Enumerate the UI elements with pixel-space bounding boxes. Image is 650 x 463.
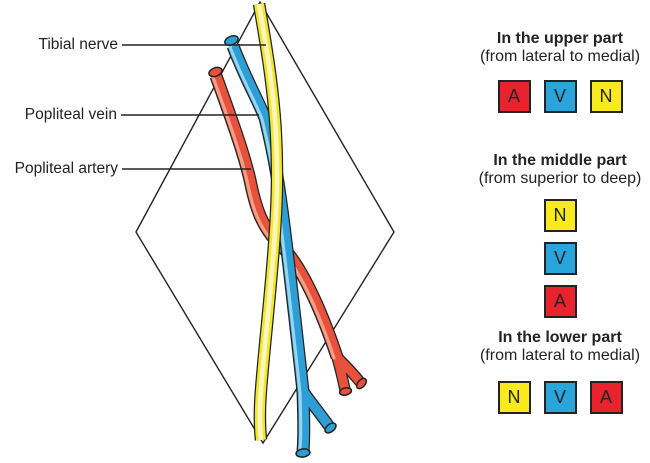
legend-upper-part: In the upper part (from lateral to media… (440, 30, 650, 113)
legend-middle-part: In the middle part (from superior to dee… (440, 152, 650, 318)
legend-middle-title: In the middle part (493, 152, 627, 169)
legend-box-letter: N (599, 86, 613, 106)
vein-branch-cap (324, 422, 337, 434)
legend-box-nerve: N (543, 199, 577, 232)
popliteal-vein-tube (224, 34, 337, 458)
legend-box-artery: A (543, 285, 577, 318)
legend-box-artery: A (497, 80, 531, 113)
legend-upper-title: In the upper part (496, 30, 624, 47)
legend-lower-part: In the lower part (from lateral to media… (440, 329, 650, 414)
popliteal-artery-tube (208, 66, 368, 396)
popliteal-fossa-outline (135, 0, 395, 445)
legend-box-letter: V (553, 86, 566, 106)
legend-box-nerve: N (589, 80, 623, 113)
popliteal-artery-label: Popliteal artery (14, 160, 118, 177)
legend-box-letter: A (507, 86, 520, 106)
legend-lower-subtitle: (from lateral to medial) (479, 347, 641, 364)
artery-tube-body (211, 74, 342, 359)
popliteal-vein-label: Popliteal vein (24, 106, 117, 123)
legend-box-artery: A (589, 381, 623, 414)
vein-branch-body (297, 385, 333, 429)
legend-box-vein: V (543, 381, 577, 414)
legend-middle-subtitle: (from superior to deep) (478, 170, 642, 187)
legend-box-letter: V (553, 387, 566, 407)
tibial-nerve-label: Tibial nerve (38, 36, 118, 53)
legend-box-letter: A (599, 387, 612, 407)
legend-box-vein: V (543, 80, 577, 113)
legend-middle-boxes: N V A (440, 199, 650, 318)
legend-box-nerve: N (497, 381, 531, 414)
artery-branch-a-cap (338, 387, 353, 396)
legend-upper-subtitle: (from lateral to medial) (479, 48, 641, 65)
vein-tube-highlight (228, 45, 303, 451)
legend-lower-boxes: N V A (440, 381, 650, 414)
artery-top-cap (208, 66, 223, 78)
artery-tube-highlight (211, 75, 336, 360)
legend-lower-title: In the lower part (498, 329, 622, 346)
legend-upper-boxes: A V N (440, 80, 650, 113)
artery-branch-b-cap (355, 377, 368, 390)
tibial-nerve-tube (252, 2, 284, 441)
vein-bottom-cap (295, 448, 311, 458)
legend-box-vein: V (543, 242, 577, 275)
artery-branch-b-body (333, 353, 364, 385)
legend-box-letter: V (553, 248, 566, 268)
legend-box-letter: N (507, 387, 521, 407)
nerve-tube-highlight (256, 3, 280, 441)
legend-box-letter: N (553, 205, 567, 225)
legend-box-letter: A (553, 291, 566, 311)
